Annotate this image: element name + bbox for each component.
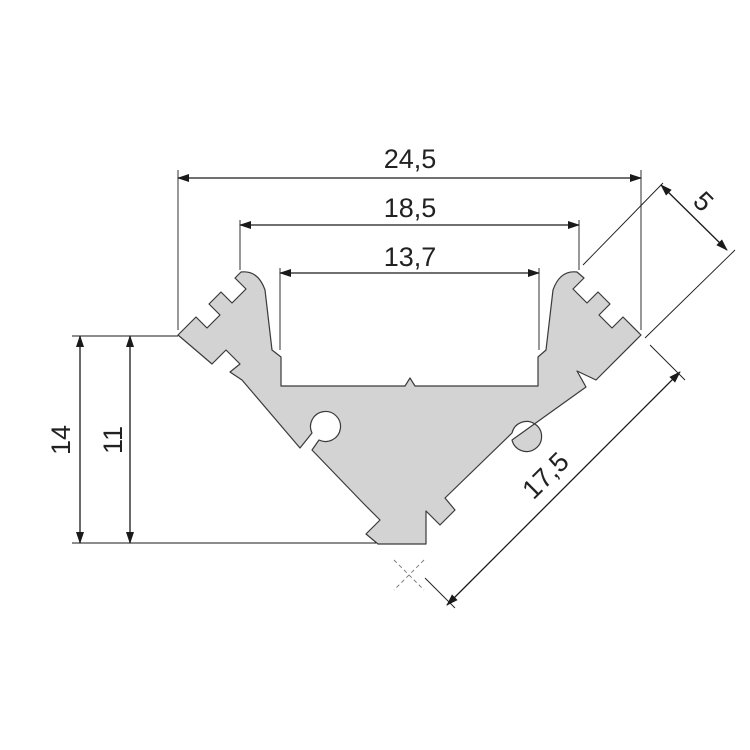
aluminium-profile-section	[177, 271, 642, 545]
dim-label-height-outer: 14	[46, 425, 76, 455]
dim-label-width-outer: 24,5	[384, 144, 437, 174]
dim-label-width-inner: 13,7	[384, 242, 437, 272]
dim-label-diagonal: 17,5	[516, 446, 574, 504]
dim-label-width-mid: 18,5	[384, 193, 437, 223]
corner-vertex-mark	[393, 559, 425, 591]
dim-line-diagonal	[446, 371, 681, 606]
dim-label-height-inner: 11	[98, 426, 128, 454]
dimension-lines	[76, 174, 728, 606]
dim-line-side-depth	[660, 184, 728, 251]
dim-label-side-depth: 5	[687, 186, 719, 218]
